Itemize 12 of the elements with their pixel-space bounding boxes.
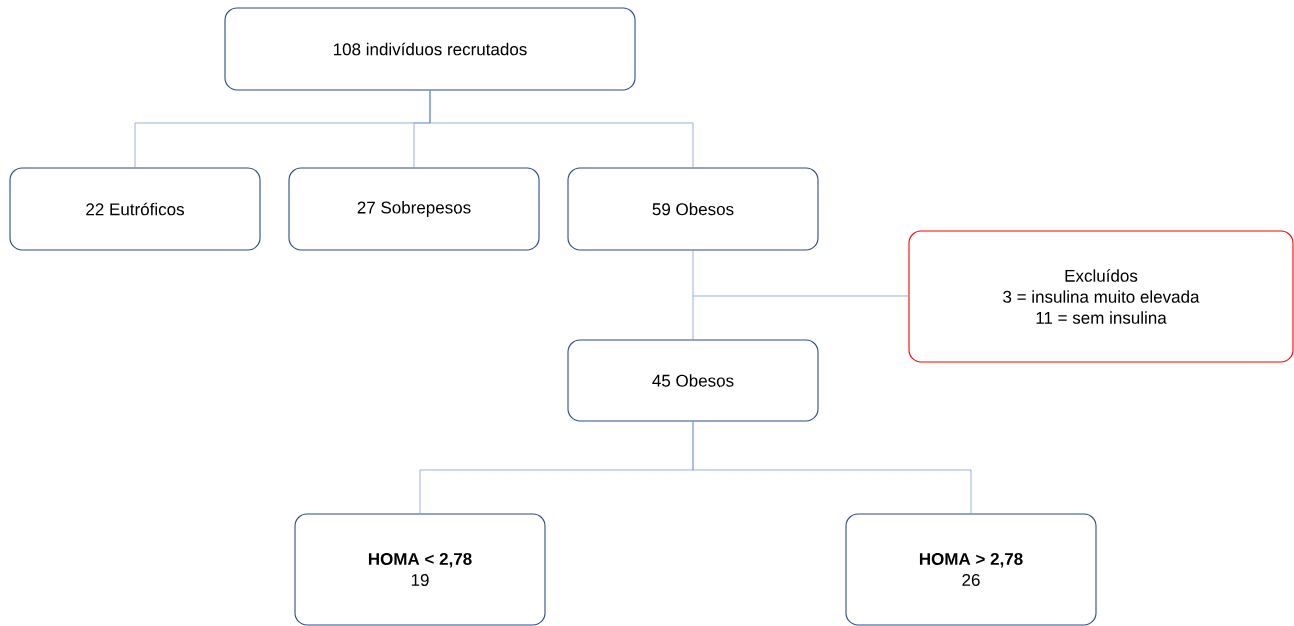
process-box: 108 indivíduos recrutados: [224, 7, 636, 91]
process-box: 45 Obesos: [567, 339, 819, 422]
connector-line: [692, 295, 909, 297]
process-box: 27 Sobrepesos: [288, 167, 540, 251]
process-box: 22 Eutróficos: [9, 167, 261, 251]
process-box: 59 Obesos: [567, 167, 819, 251]
connector-line: [692, 421, 972, 514]
exclusion-box: Excluídos 3 = insulina muito elevada 11 = sem insulina: [908, 230, 1294, 363]
process-box: HOMA > 2,78 26: [845, 513, 1097, 626]
connector-line: [429, 90, 694, 168]
process-box: HOMA < 2,78 19: [294, 513, 546, 626]
connector-line: [692, 250, 694, 340]
